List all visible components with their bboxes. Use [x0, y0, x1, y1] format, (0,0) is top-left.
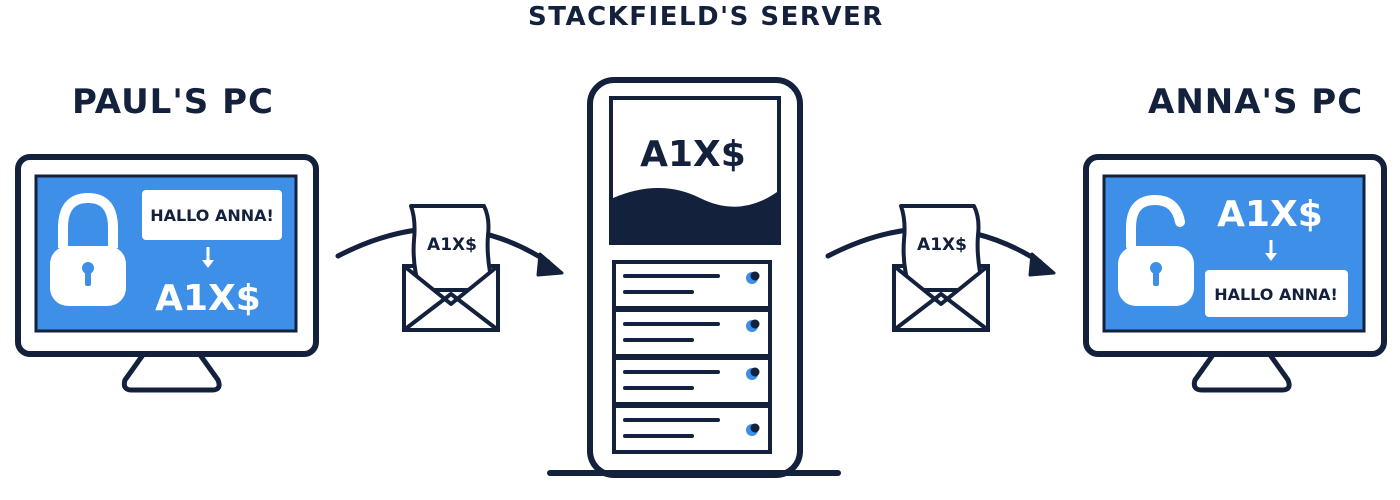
- server-drive-bay: [612, 308, 772, 358]
- left-envelope-text: A1X$: [427, 235, 477, 255]
- right-ciphertext: A1X$: [1217, 194, 1323, 235]
- right-pc-title: ANNA'S PC: [1148, 82, 1364, 122]
- padlock-closed-icon: [50, 192, 126, 306]
- server-title: STACKFIELD'S SERVER: [528, 2, 884, 32]
- server-ciphertext: A1X$: [640, 134, 746, 175]
- server-drive-bay: [612, 260, 772, 310]
- right-plaintext: HALLO ANNA!: [1214, 285, 1338, 304]
- left-down-arrow-icon: [202, 247, 214, 268]
- right-plaintext-bubble: [1205, 270, 1348, 317]
- left-plaintext-bubble: [142, 190, 282, 240]
- right-monitor: A1X$ HALLO ANNA!: [1083, 154, 1387, 393]
- server-tower: A1X$: [547, 77, 841, 478]
- left-monitor: HALLO ANNA! A1X$: [15, 154, 319, 393]
- server-drive-bay: [612, 404, 772, 454]
- right-envelope-text: A1X$: [917, 235, 967, 255]
- right-down-arrow-icon: [1265, 240, 1277, 261]
- left-envelope-icon: A1X$: [402, 204, 500, 332]
- left-ciphertext: A1X$: [155, 278, 261, 319]
- server-drive-bay: [612, 356, 772, 406]
- left-plaintext: HALLO ANNA!: [150, 206, 274, 225]
- left-pc-title: PAUL'S PC: [72, 82, 274, 122]
- padlock-open-icon: [1118, 194, 1194, 306]
- right-envelope-icon: A1X$: [892, 204, 990, 332]
